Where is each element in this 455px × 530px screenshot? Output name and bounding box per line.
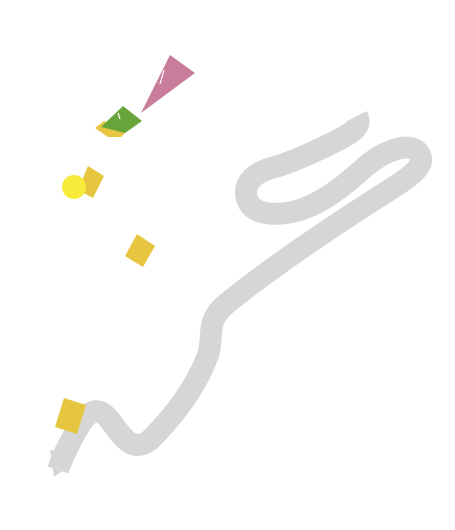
green-leaf-icon [101, 106, 142, 133]
pink-pennant-icon [141, 55, 195, 113]
yellow-tile-bottom [55, 398, 86, 434]
yellow-circle-icon [62, 175, 86, 199]
pennant-highlight [159, 69, 165, 85]
yellow-tile-middle [125, 234, 155, 267]
leaf-highlight [117, 112, 121, 120]
track-start-cap [50, 450, 70, 477]
winding-track [47, 111, 432, 474]
